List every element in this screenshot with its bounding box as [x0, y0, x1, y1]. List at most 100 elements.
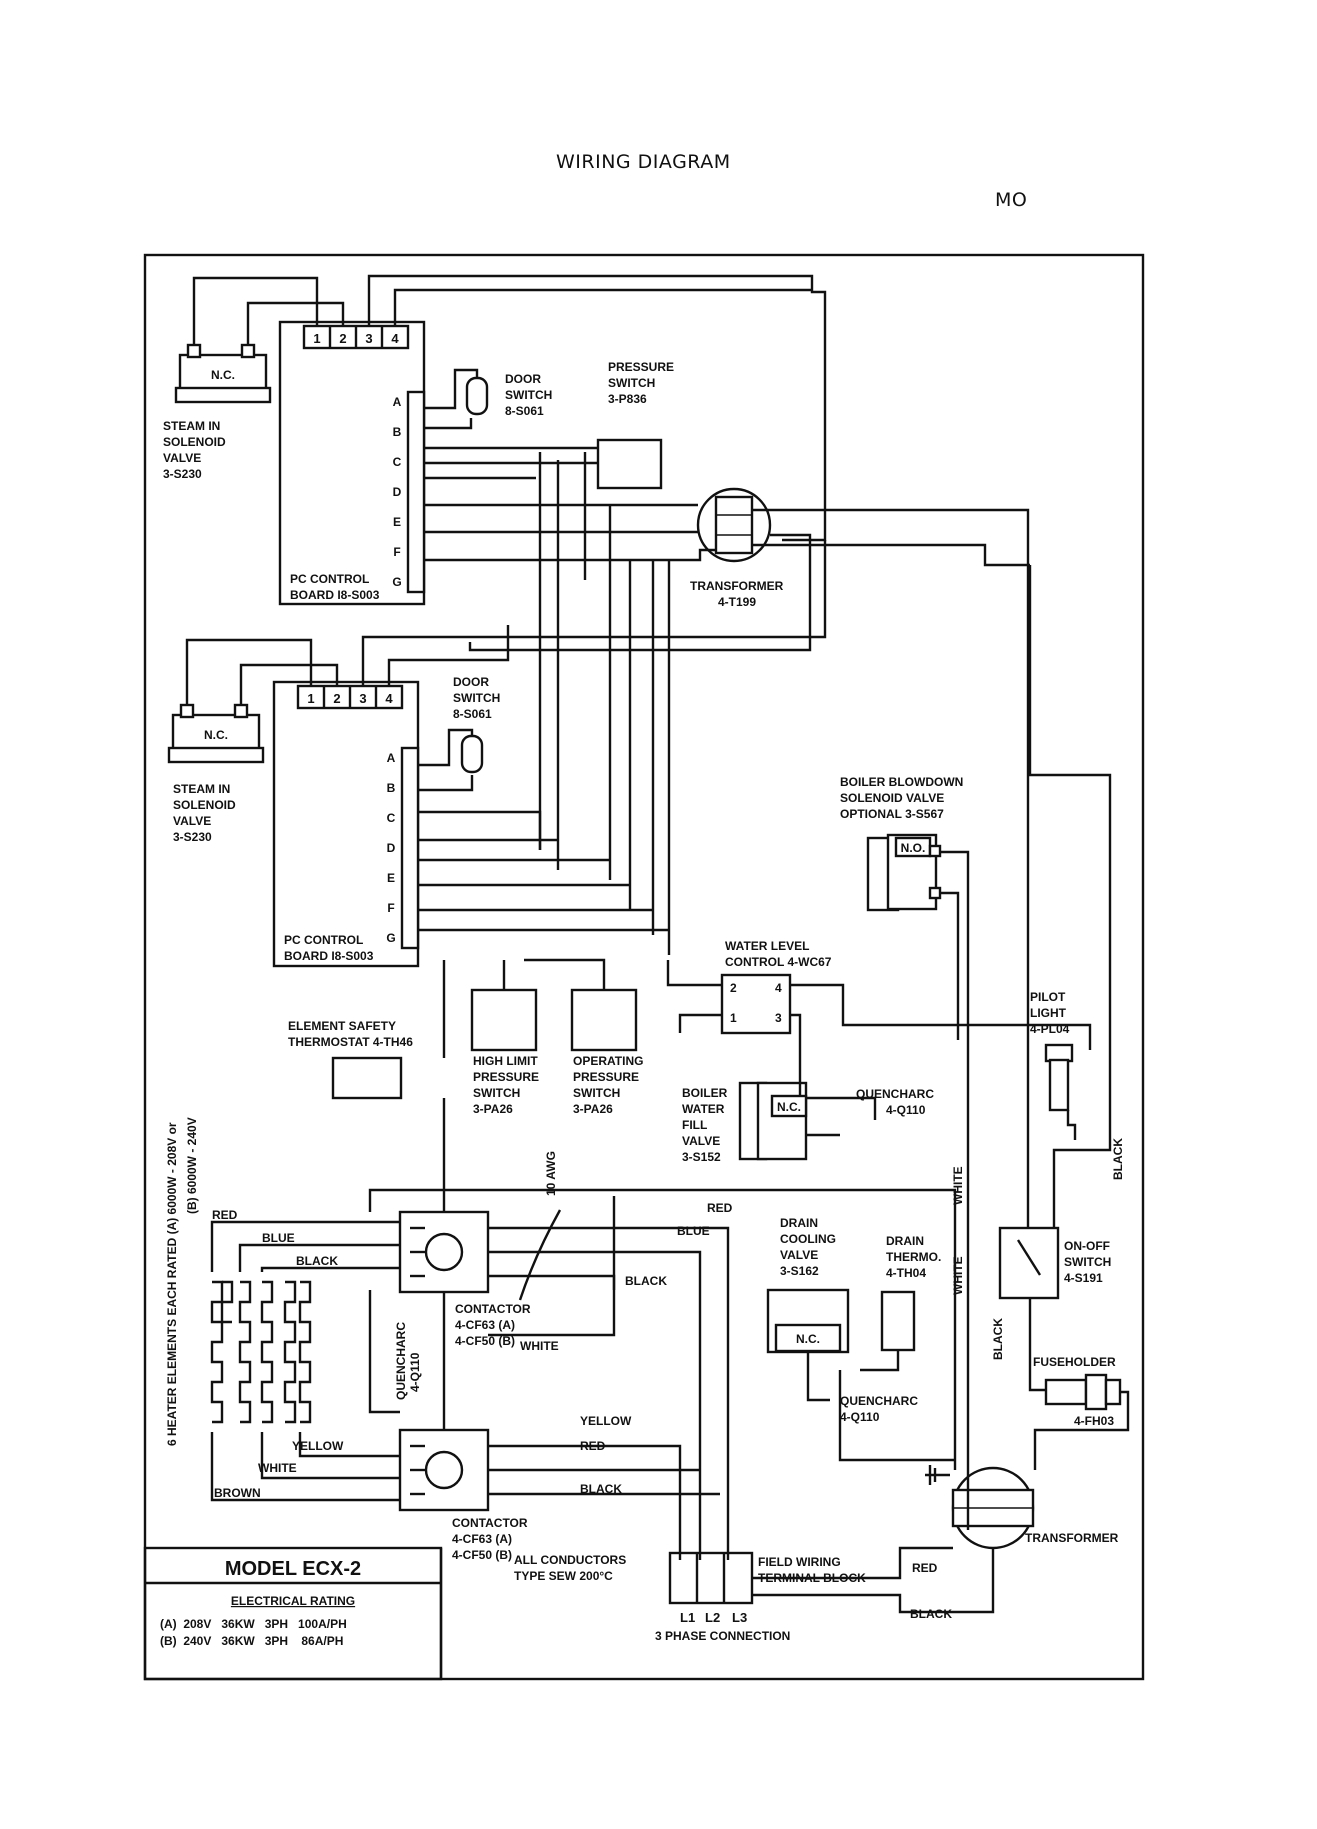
upper-pc-board: [278, 320, 426, 606]
svg-text:E: E: [387, 871, 395, 885]
svg-text:L3: L3: [732, 1610, 747, 1625]
svg-text:4: 4: [775, 981, 782, 995]
fuseholder-label: FUSEHOLDER 4-FH03: [1033, 1355, 1119, 1428]
svg-text:3: 3: [365, 331, 372, 346]
upper-door-switch-label: DOOR SWITCH 8-S061: [505, 372, 556, 418]
no-label: N.O.: [901, 841, 926, 855]
upper-door-switch: [465, 376, 489, 416]
high-limit-label: HIGH LIMIT PRESSURE SWITCH 3-PA26: [473, 1054, 542, 1116]
svg-text:E: E: [393, 515, 401, 529]
svg-text:F: F: [387, 901, 394, 915]
lower-steam-valve: N.C.: [167, 703, 265, 764]
svg-text:1: 1: [313, 331, 320, 346]
svg-text:RED: RED: [912, 1561, 938, 1575]
pilot-light: [1044, 1043, 1074, 1112]
awg-conductor: [518, 1209, 562, 1301]
lower-door-switch-label: DOOR SWITCH 8-S061: [453, 675, 504, 721]
power-wiring: [210, 565, 1130, 1614]
ground-symbol: [925, 1465, 950, 1485]
svg-text:F: F: [393, 545, 400, 559]
svg-text:3: 3: [359, 691, 366, 706]
heater-note-line1: 6 HEATER ELEMENTS EACH RATED (A) 6000W -…: [165, 1122, 179, 1446]
svg-text:L2: L2: [705, 1610, 720, 1625]
high-limit-switch: [470, 988, 538, 1052]
svg-text:G: G: [392, 575, 401, 589]
contactor-lower-label: CONTACTOR 4-CF63 (A) 4-CF50 (B): [452, 1516, 531, 1562]
diagram-frame: [143, 253, 1145, 1681]
operating-switch-label: OPERATING PRESSURE SWITCH 3-PA26: [573, 1054, 647, 1116]
upper-unit: N.C. STEAM IN SOLENOID VALVE 3-S230 1 2 …: [163, 274, 1030, 955]
rating-heading: ELECTRICAL RATING: [231, 1594, 355, 1608]
svg-text:B: B: [387, 781, 396, 795]
svg-text:BLUE: BLUE: [677, 1224, 710, 1238]
water-level-label: WATER LEVEL CONTROL 4-WC67: [725, 939, 832, 969]
fuseholder: [1044, 1373, 1122, 1411]
svg-text:YELLOW: YELLOW: [292, 1439, 344, 1453]
diagram-title: WIRING DIAGRAM: [556, 151, 731, 173]
lower-wiring: [185, 540, 827, 932]
quencharc-contactor-label: QUENCHARC 4-Q110: [394, 1319, 422, 1400]
lower-transformer: [951, 1466, 1035, 1550]
on-off-switch: [998, 1226, 1060, 1300]
svg-text:D: D: [393, 485, 402, 499]
svg-text:2: 2: [730, 981, 737, 995]
contactor-upper-label: CONTACTOR 4-CF63 (A) 4-CF50 (B): [455, 1302, 534, 1348]
svg-text:BROWN: BROWN: [214, 1486, 261, 1500]
element-safety-thermostat: [331, 1056, 403, 1100]
svg-text:A: A: [393, 395, 402, 409]
line-labels: L1 L2 L3: [680, 1610, 747, 1625]
upper-nc-label: N.C.: [211, 368, 235, 382]
upper-wiring: [192, 274, 1030, 955]
lower-nc-label: N.C.: [204, 728, 228, 742]
svg-text:2: 2: [333, 691, 340, 706]
upper-board-label: PC CONTROL BOARD I8-S003: [290, 572, 380, 602]
upper-terminal-strip: 1 2 3 4: [302, 324, 410, 350]
svg-text:L1: L1: [680, 1610, 695, 1625]
wire-color-labels: RED BLUE BLACK WHITE YELLOW WHITE BROWN …: [212, 1138, 1125, 1621]
quencharc-drain-label: QUENCHARC 4-Q110: [840, 1394, 921, 1424]
upper-transformer: [696, 487, 772, 563]
upper-steam-valve-label: STEAM IN SOLENOID VALVE 3-S230: [163, 419, 229, 481]
boiler-blowdown-valve: N.O.: [866, 833, 942, 912]
upper-connector-strip: [406, 390, 426, 594]
upper-transformer-label: TRANSFORMER 4-T199: [690, 579, 787, 609]
lower-steam-valve-label: STEAM IN SOLENOID VALVE 3-S230: [173, 782, 239, 844]
svg-text:BLACK: BLACK: [910, 1607, 952, 1621]
quencharc-fill-label: QUENCHARC 4-Q110: [856, 1087, 937, 1117]
svg-text:BLACK: BLACK: [580, 1482, 622, 1496]
svg-text:4: 4: [391, 331, 399, 346]
heater-elements: [210, 1280, 312, 1424]
heater-note-line2: (B) 6000W - 240V: [185, 1117, 199, 1214]
lower-pc-board: [272, 680, 420, 968]
pilot-light-label: PILOT LIGHT 4-PL04: [1030, 990, 1070, 1036]
svg-text:4: 4: [385, 691, 393, 706]
drain-cooling-label: DRAIN COOLING VALVE 3-S162: [780, 1216, 839, 1278]
svg-text:3: 3: [775, 1011, 782, 1025]
lower-board-label: PC CONTROL BOARD I8-S003: [284, 933, 374, 963]
drain-cooling-valve: N.C.: [766, 1288, 850, 1354]
rating-row-b: (B) 240V 36KW 3PH 86A/PH: [160, 1634, 343, 1648]
upper-pressure-switch: [596, 438, 663, 490]
upper-steam-valve: N.C.: [174, 343, 272, 404]
contactor-upper: [398, 1210, 490, 1294]
on-off-label: ON-OFF SWITCH 4-S191: [1064, 1239, 1115, 1285]
svg-text:BLACK: BLACK: [991, 1318, 1005, 1360]
svg-text:BLACK: BLACK: [1111, 1138, 1125, 1180]
boiler-blowdown-label: BOILER BLOWDOWN SOLENOID VALVE OPTIONAL …: [840, 775, 967, 821]
svg-text:1: 1: [730, 1011, 737, 1025]
conductors-label: ALL CONDUCTORS TYPE SEW 200°C: [514, 1553, 630, 1583]
svg-text:C: C: [393, 455, 402, 469]
upper-pressure-switch-label: PRESSURE SWITCH 3-P836: [608, 360, 677, 406]
boiler-fill-valve: N.C.: [738, 1081, 808, 1161]
drain-thermo-label: DRAIN THERMO. 4-TH04: [886, 1234, 945, 1280]
lower-connector-strip: [400, 746, 420, 950]
lower-board-letters: A B C D E F G: [386, 751, 395, 945]
svg-text:2: 2: [339, 331, 346, 346]
drain-thermostat: [880, 1290, 916, 1352]
rating-row-a: (A) 208V 36KW 3PH 100A/PH: [160, 1617, 347, 1631]
water-level-control: 2 4 1 3: [720, 973, 792, 1035]
svg-text:YELLOW: YELLOW: [580, 1414, 632, 1428]
lower-transformer-label: TRANSFORMER: [1025, 1531, 1119, 1545]
drain-nc-label: N.C.: [796, 1332, 820, 1346]
field-wiring-label: FIELD WIRING TERMINAL BLOCK: [758, 1555, 866, 1585]
